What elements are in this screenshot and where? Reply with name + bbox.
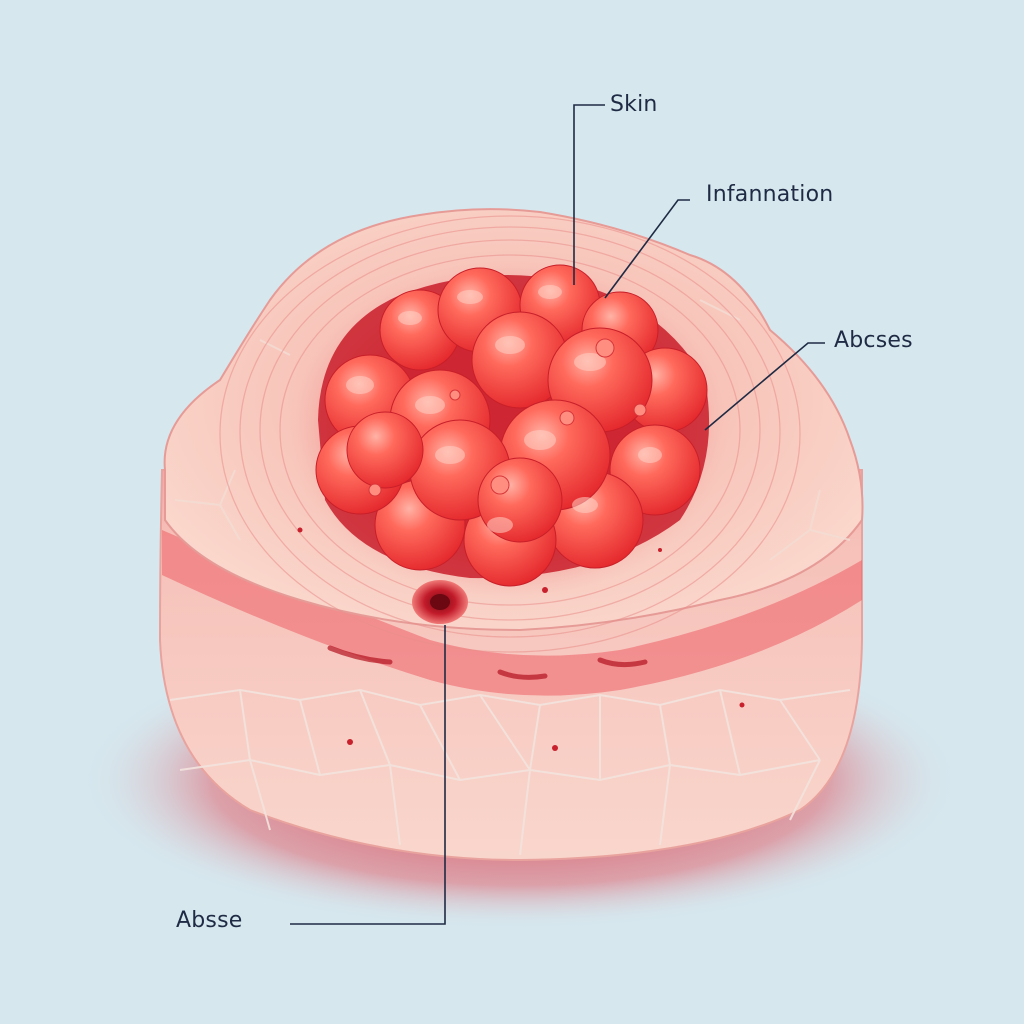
label-skin: Skin <box>610 92 658 117</box>
label-abscess-bottom: Absse <box>176 908 243 933</box>
nodule-highlights <box>346 285 662 533</box>
cell-network <box>169 688 851 856</box>
striations <box>219 215 801 653</box>
inflamed-band <box>162 530 862 696</box>
leader-abscess-right <box>704 342 825 431</box>
leader-lines <box>290 104 825 925</box>
pustule-dots <box>368 338 647 497</box>
blood-specks <box>297 527 745 751</box>
dome-cell-lines <box>174 299 851 561</box>
leader-abscess-bottom <box>290 625 446 925</box>
leader-inflammation <box>604 199 690 299</box>
abscess-mass <box>315 264 708 587</box>
label-abscess-right: Abcses <box>834 328 913 353</box>
leader-skin <box>573 104 605 285</box>
label-inflammation: Infannation <box>706 182 834 207</box>
